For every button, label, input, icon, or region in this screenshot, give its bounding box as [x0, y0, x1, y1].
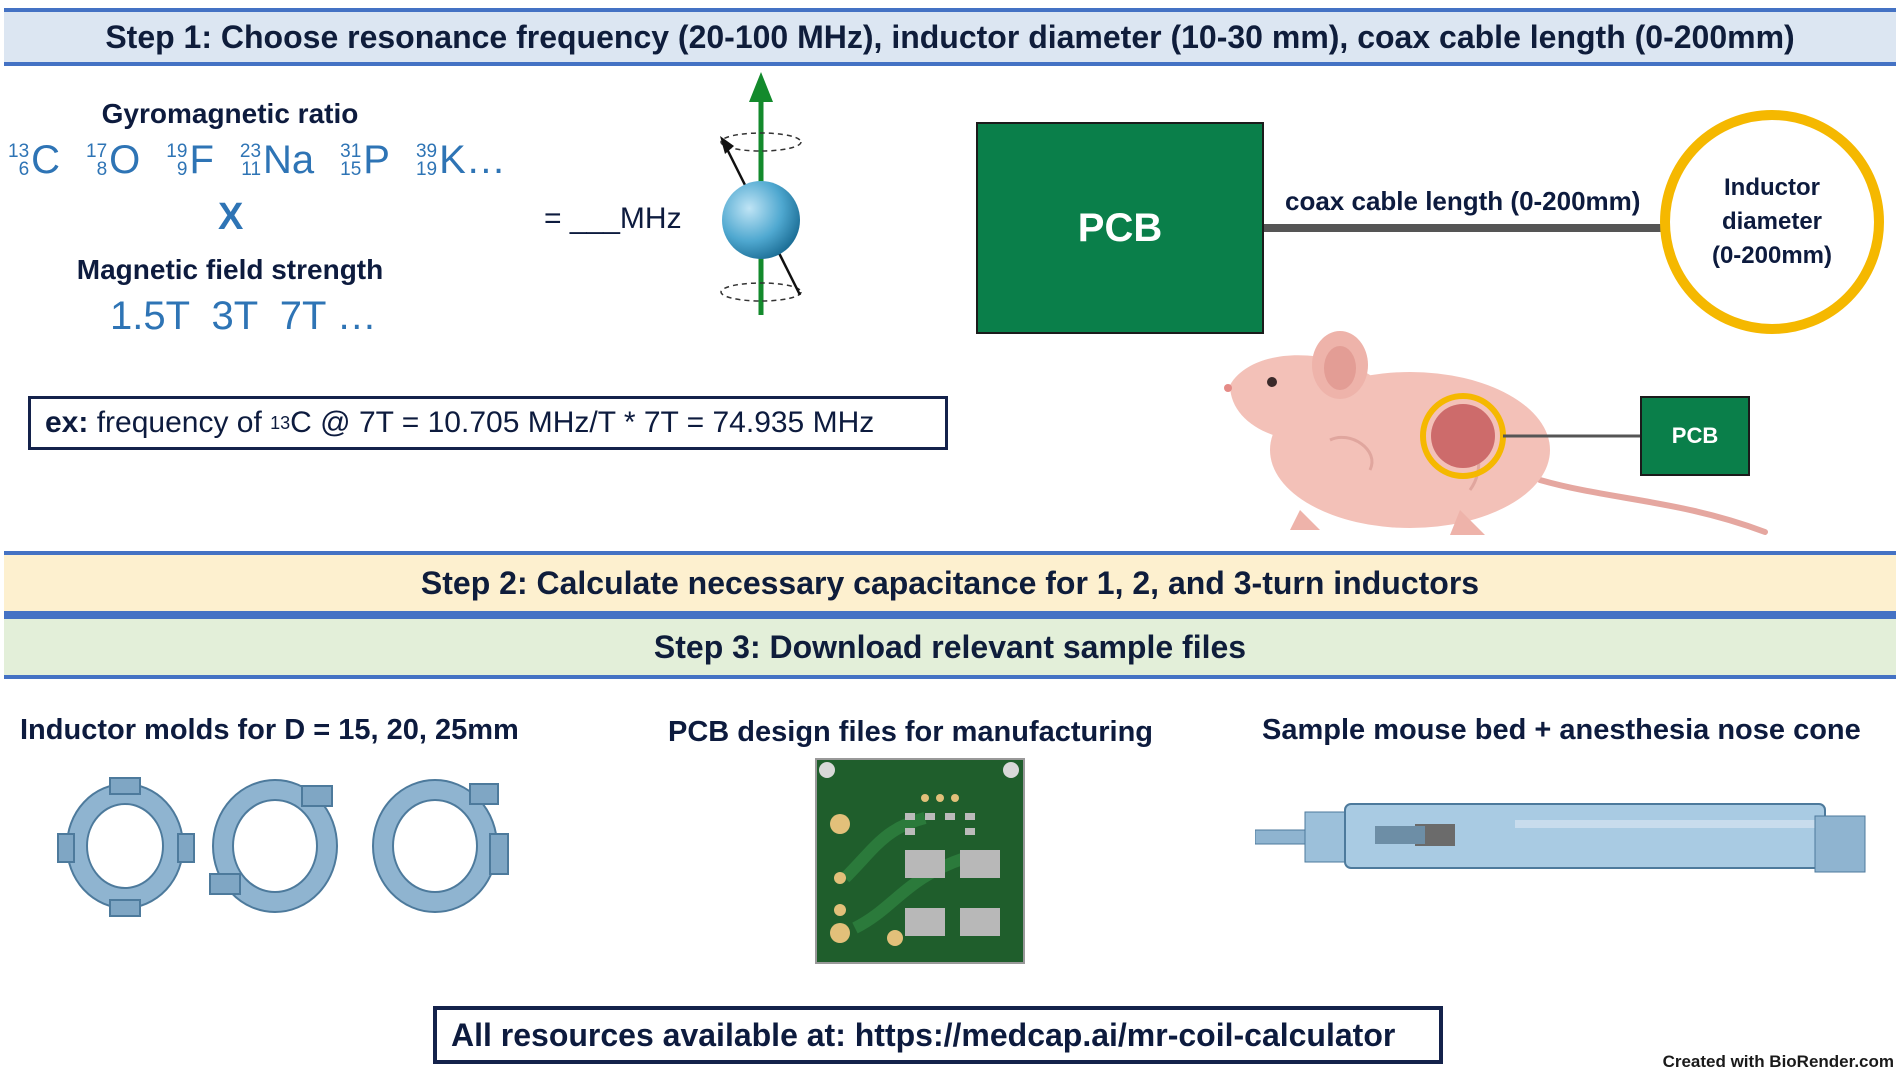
inductor-label-3: (0-200mm) [1711, 242, 1833, 269]
coax-cable [1264, 224, 1662, 232]
example-text-before: frequency of [88, 406, 271, 439]
biorender-credit: Created with BioRender.com [1662, 1052, 1894, 1071]
field-label: Magnetic field strength [76, 254, 384, 285]
step1-title: Step 1: Choose resonance frequency (20-1… [105, 18, 1795, 55]
field-values: 1.5T 3T 7T … [110, 294, 377, 338]
step3-title: Step 3: Download relevant sample files [653, 628, 1247, 665]
molds-title: Inductor molds for D = 15, 20, 25mm [20, 714, 519, 746]
step2-title: Step 2: Calculate necessary capacitance … [420, 564, 1480, 601]
inductor-ring: Inductor diameter (0-200mm) [1660, 110, 1884, 334]
step3-banner: Step 3: Download relevant sample files [4, 615, 1896, 679]
inductor-label-1: Inductor [1723, 174, 1820, 201]
step1-banner: Step 1: Choose resonance frequency (20-1… [4, 8, 1896, 66]
multiply-symbol: X [218, 196, 244, 238]
equals-mhz: = ___MHz [544, 202, 682, 235]
resources-box: All resources available at: https://medc… [433, 1006, 1443, 1064]
example-sup: 13 [270, 412, 291, 433]
pcb-box: PCB [976, 122, 1264, 334]
cable-label: coax cable length (0-200mm) [1285, 186, 1641, 216]
example-text-after: C @ 7T = 10.705 MHz/T * 7T = 74.935 MHz [290, 406, 875, 439]
gyro-label: Gyromagnetic ratio [101, 98, 359, 129]
inductor-label-2: diameter [1721, 208, 1823, 235]
pcb-files-title: PCB design files for manufacturing [668, 716, 1153, 748]
resources-label: All resources available at: [451, 1016, 855, 1053]
mouse-bed-title: Sample mouse bed + anesthesia nose cone [1262, 714, 1861, 746]
mouse-illustration [1224, 331, 1768, 535]
pcb-board-image[interactable] [815, 758, 1025, 964]
pcb-small-box: PCB [1640, 396, 1750, 476]
example-prefix: ex: [45, 406, 89, 439]
step2-banner: Step 2: Calculate necessary capacitance … [4, 551, 1896, 615]
inductor-molds-image[interactable] [50, 764, 520, 924]
resources-link[interactable]: https://medcap.ai/mr-coil-calculator [854, 1016, 1396, 1053]
spin-icon [720, 72, 802, 315]
mouse-bed-image[interactable] [1255, 790, 1875, 890]
